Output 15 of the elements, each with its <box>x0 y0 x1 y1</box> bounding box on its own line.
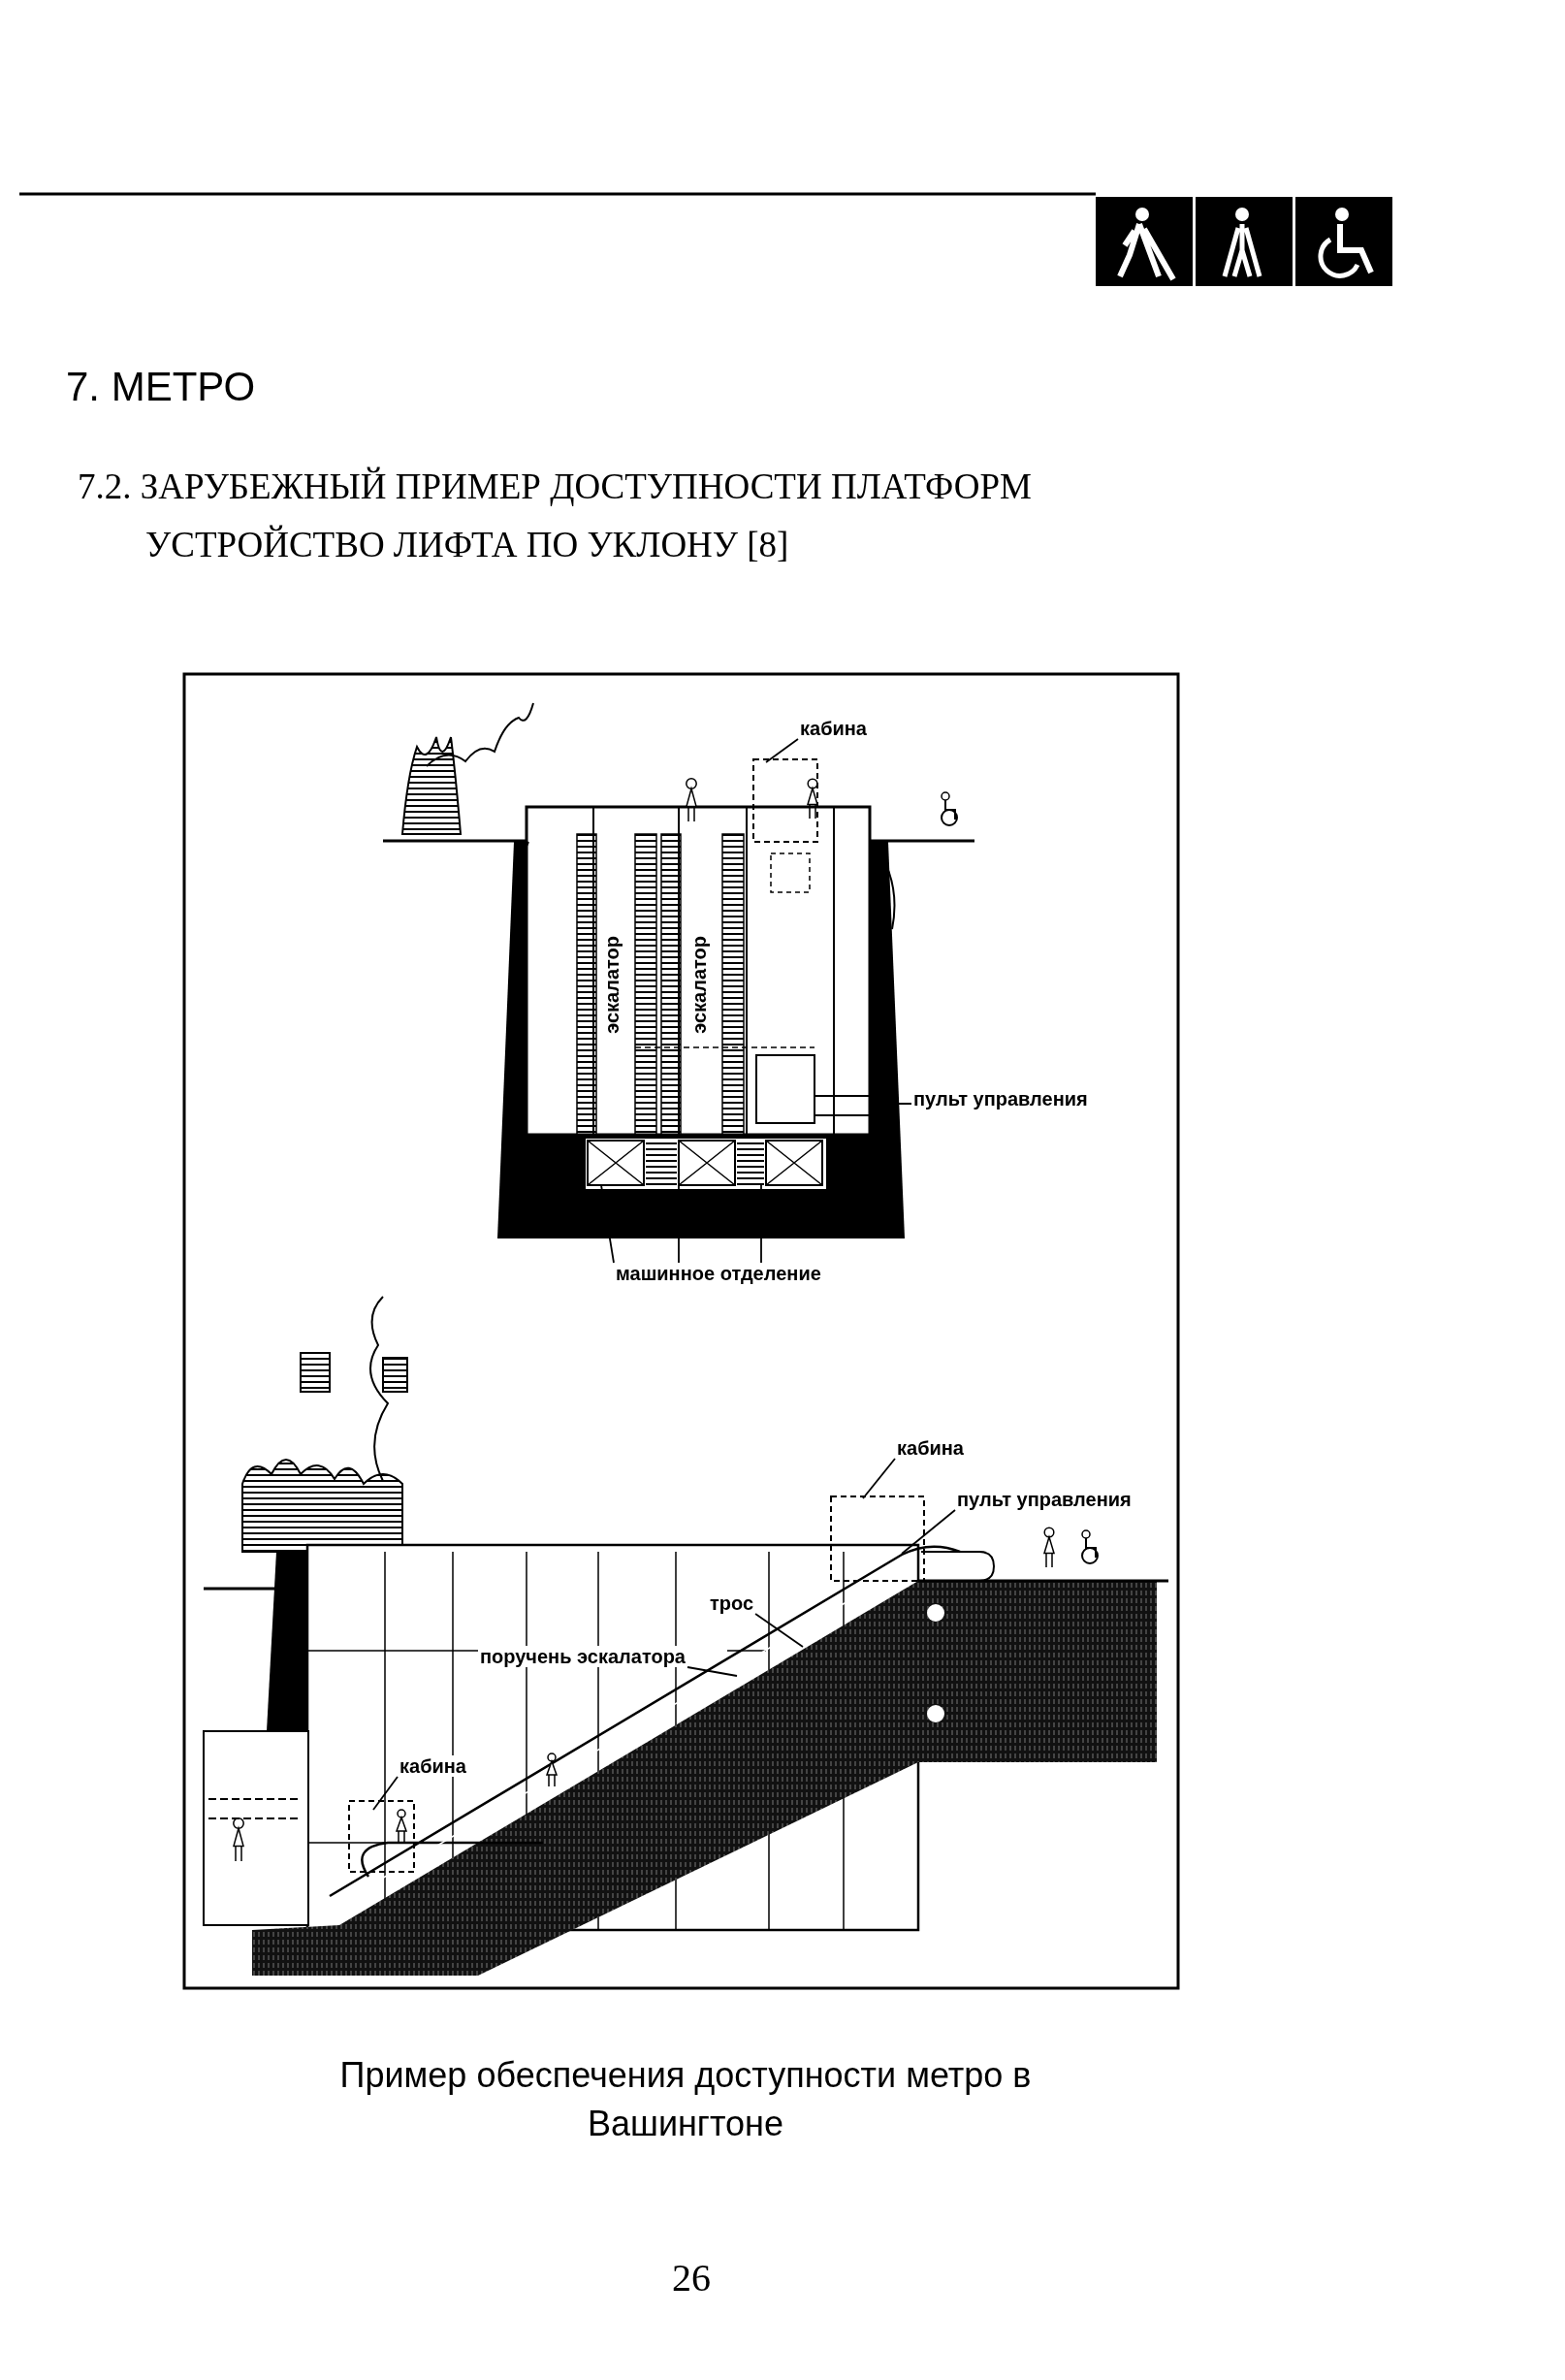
section-heading: 7. МЕТРО <box>66 364 256 410</box>
leader-line <box>372 1776 399 1811</box>
leader-line <box>678 1184 680 1264</box>
callout-label: поручень эскалатора <box>478 1646 687 1667</box>
leader-line <box>862 1458 896 1499</box>
subsection-heading: 7.2. ЗАРУБЕЖНЫЙ ПРИМЕР ДОСТУПНОСТИ ПЛАТФОРМ <box>78 466 1032 507</box>
callout-label: кабина <box>398 1755 468 1777</box>
caption: Пример обеспечения доступности метро в Вашингтоне <box>338 2054 1033 2145</box>
leader-line <box>754 1613 804 1648</box>
leader-line <box>760 1184 762 1264</box>
leader-line <box>765 738 799 763</box>
subsection-heading: УСТРОЙСТВО ЛИФТА ПО УКЛОНУ [8] <box>145 524 789 565</box>
leader-line <box>901 1509 956 1555</box>
leader-line <box>687 1666 738 1677</box>
page-number: 26 <box>672 2255 711 2300</box>
